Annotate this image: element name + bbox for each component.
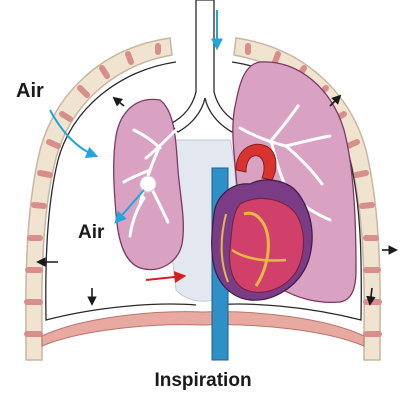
pneumothorax-opening-icon <box>140 176 156 192</box>
trachea <box>170 0 240 132</box>
diagram-caption: Inspiration <box>0 370 406 392</box>
diaphragm <box>42 312 364 346</box>
air-label-opening: Air <box>78 222 104 244</box>
air-label-top: Air <box>16 80 44 103</box>
pressure-arrow-icon <box>114 98 124 106</box>
